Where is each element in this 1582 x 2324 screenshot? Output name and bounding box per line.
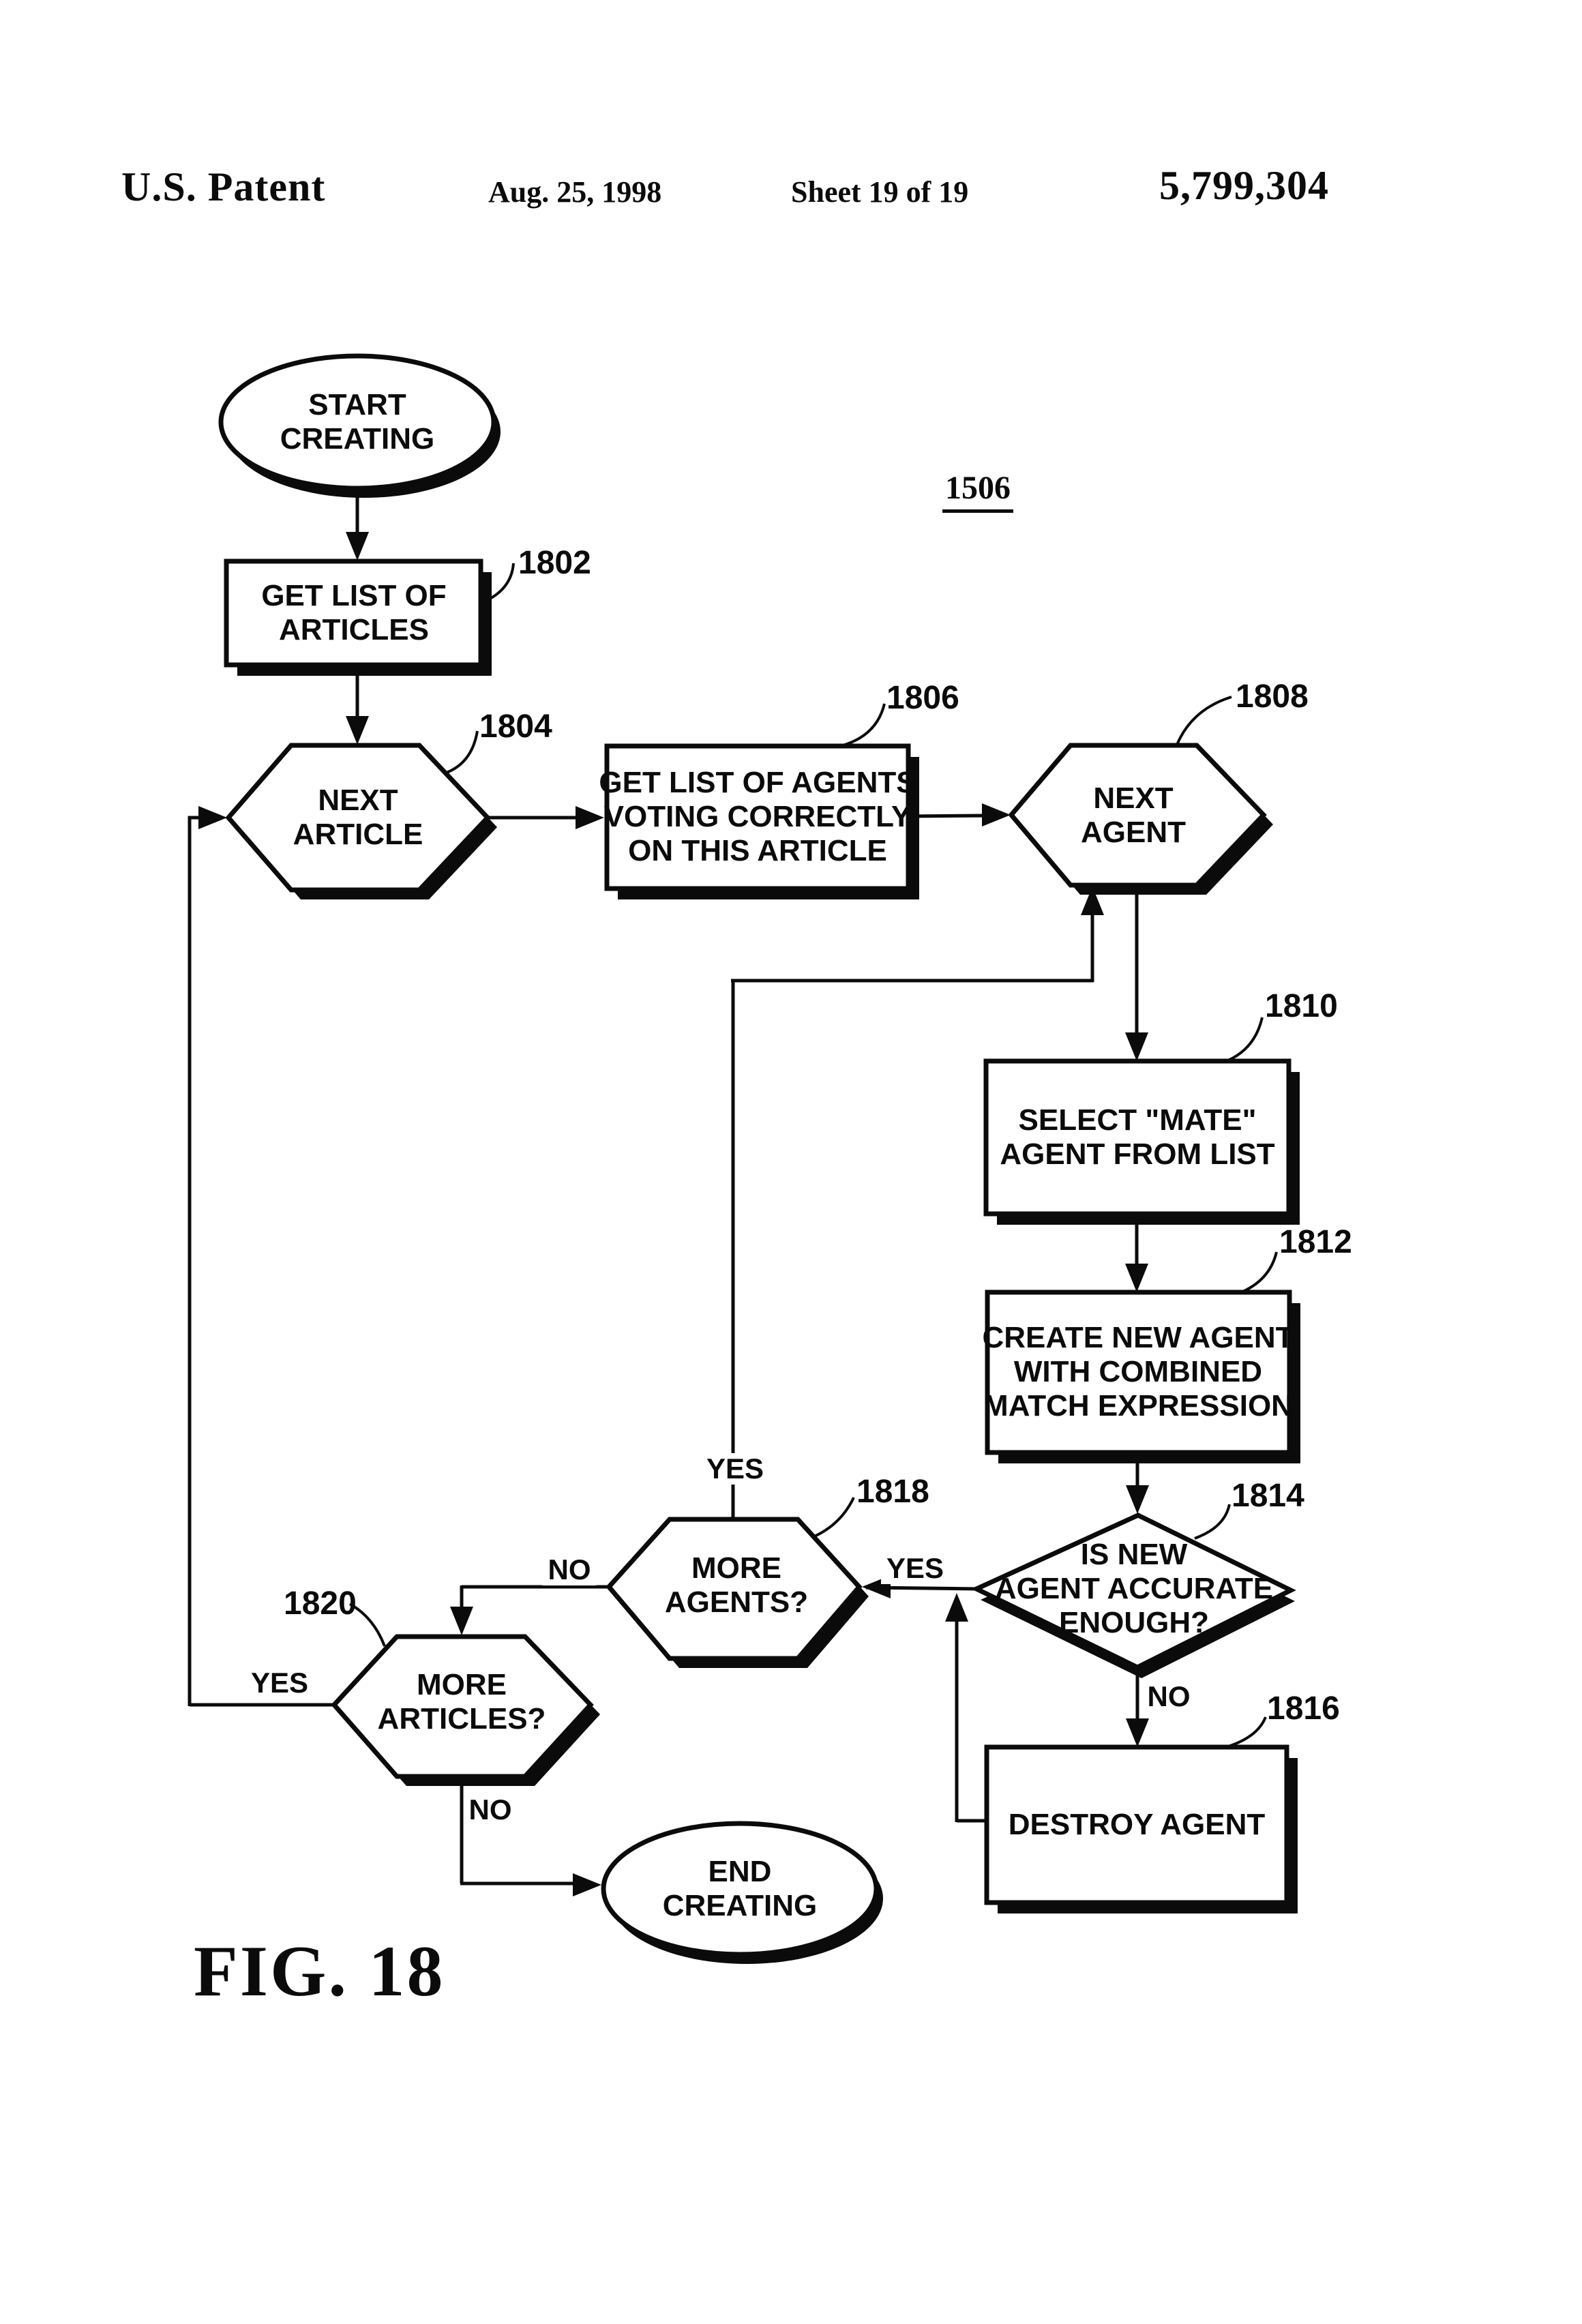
ref-label-1816: 1816 — [1267, 1690, 1340, 1727]
ref-label-1814: 1814 — [1232, 1478, 1304, 1514]
arrowhead-into-1810 — [1125, 1032, 1148, 1061]
box-1806-shape — [604, 743, 911, 891]
leader-1812 — [1239, 1251, 1278, 1294]
arrowhead-into-1816 — [1126, 1718, 1149, 1747]
arrowhead-into-1804-top — [346, 716, 369, 745]
node-1818-label: MORE AGENTS? — [664, 1551, 809, 1619]
header-publication: U.S. Patent — [121, 164, 326, 209]
box-1812-shape — [985, 1290, 1292, 1455]
node-end-label: END CREATING — [662, 1854, 818, 1922]
leader-1808 — [1176, 696, 1232, 745]
branch-label-more-agents-no: NO — [542, 1554, 597, 1585]
ref-label-1810: 1810 — [1265, 988, 1338, 1024]
arrowhead-into-1812 — [1125, 1264, 1148, 1292]
branch-label-accurate-no: NO — [1141, 1681, 1196, 1712]
connector-lines — [188, 487, 1139, 1886]
node-1806-label: GET LIST OF AGENTS VOTING CORRECTLY ON T… — [599, 765, 916, 868]
node-1802-label: GET LIST OF ARTICLES — [261, 578, 447, 646]
box-1810-shape — [983, 1058, 1292, 1217]
ref-label-1808: 1808 — [1236, 679, 1309, 715]
ref-label-1804: 1804 — [479, 709, 552, 745]
branch-label-more-articles-yes: YES — [245, 1667, 314, 1699]
node-1814-label: IS NEW AGENT ACCURATE ENOUGH? — [994, 1537, 1274, 1640]
branch-label-accurate-yes: YES — [880, 1553, 950, 1584]
node-1810-label: SELECT "MATE" AGENT FROM LIST — [1000, 1103, 1275, 1171]
node-1816-label: DESTROY AGENT — [1008, 1807, 1266, 1841]
node-1804-label: NEXT ARTICLE — [293, 783, 423, 851]
node-1812-label: CREATE NEW AGENT WITH COMBINED MATCH EXP… — [982, 1320, 1294, 1423]
box-1816-shape — [984, 1744, 1289, 1905]
arrowhead-merge-yes-line — [945, 1593, 968, 1622]
arrowhead-into-end — [573, 1873, 601, 1896]
leader-1814 — [1194, 1504, 1231, 1540]
ref-leader-lines — [349, 563, 1278, 1748]
leader-1820 — [349, 1603, 386, 1647]
arrowhead-into-1804-left — [198, 806, 227, 829]
arrowhead-into-1802 — [346, 532, 369, 561]
node-start-label: START CREATING — [280, 387, 435, 456]
ref-label-1802: 1802 — [518, 545, 591, 581]
arrowhead-into-1820-top — [450, 1607, 473, 1635]
branch-label-more-agents-yes: YES — [700, 1453, 770, 1485]
hex-1818-shape — [606, 1517, 863, 1661]
header-sheet: Sheet 19 of 19 — [791, 175, 969, 209]
arrowhead-into-1808-left — [982, 803, 1011, 826]
ref-label-1812: 1812 — [1279, 1224, 1352, 1260]
shape-bodies — [218, 353, 1296, 1957]
ref-label-1818: 1818 — [856, 1474, 929, 1510]
leader-1806 — [842, 703, 886, 747]
end-oval-shape — [601, 1821, 879, 1957]
hex-1808-shape — [1008, 743, 1267, 888]
box-1802-shape — [224, 558, 483, 668]
diagram-ref-1506: 1506 — [942, 469, 1013, 513]
leader-1810 — [1224, 1017, 1264, 1063]
node-1808-label: NEXT AGENT — [1081, 781, 1186, 849]
figure-caption: FIG. 18 — [194, 1931, 445, 2011]
arrowhead-into-1814 — [1126, 1485, 1149, 1514]
arrowhead-into-1808-bottom — [1081, 887, 1104, 915]
ref-label-1806: 1806 — [886, 680, 959, 716]
ref-label-1820: 1820 — [284, 1585, 357, 1622]
branch-label-more-articles-no: NO — [463, 1794, 518, 1826]
leader-1804 — [444, 730, 479, 775]
leader-1816 — [1225, 1716, 1267, 1748]
leader-1802 — [481, 563, 515, 604]
leader-1818 — [812, 1497, 855, 1538]
hex-1820-shape — [331, 1634, 594, 1779]
node-1820-label: MORE ARTICLES? — [377, 1667, 546, 1735]
header-patent-number: 5,799,304 — [1159, 163, 1329, 208]
arrowhead-into-1806 — [576, 806, 604, 829]
header-date: Aug. 25, 1998 — [488, 175, 662, 209]
